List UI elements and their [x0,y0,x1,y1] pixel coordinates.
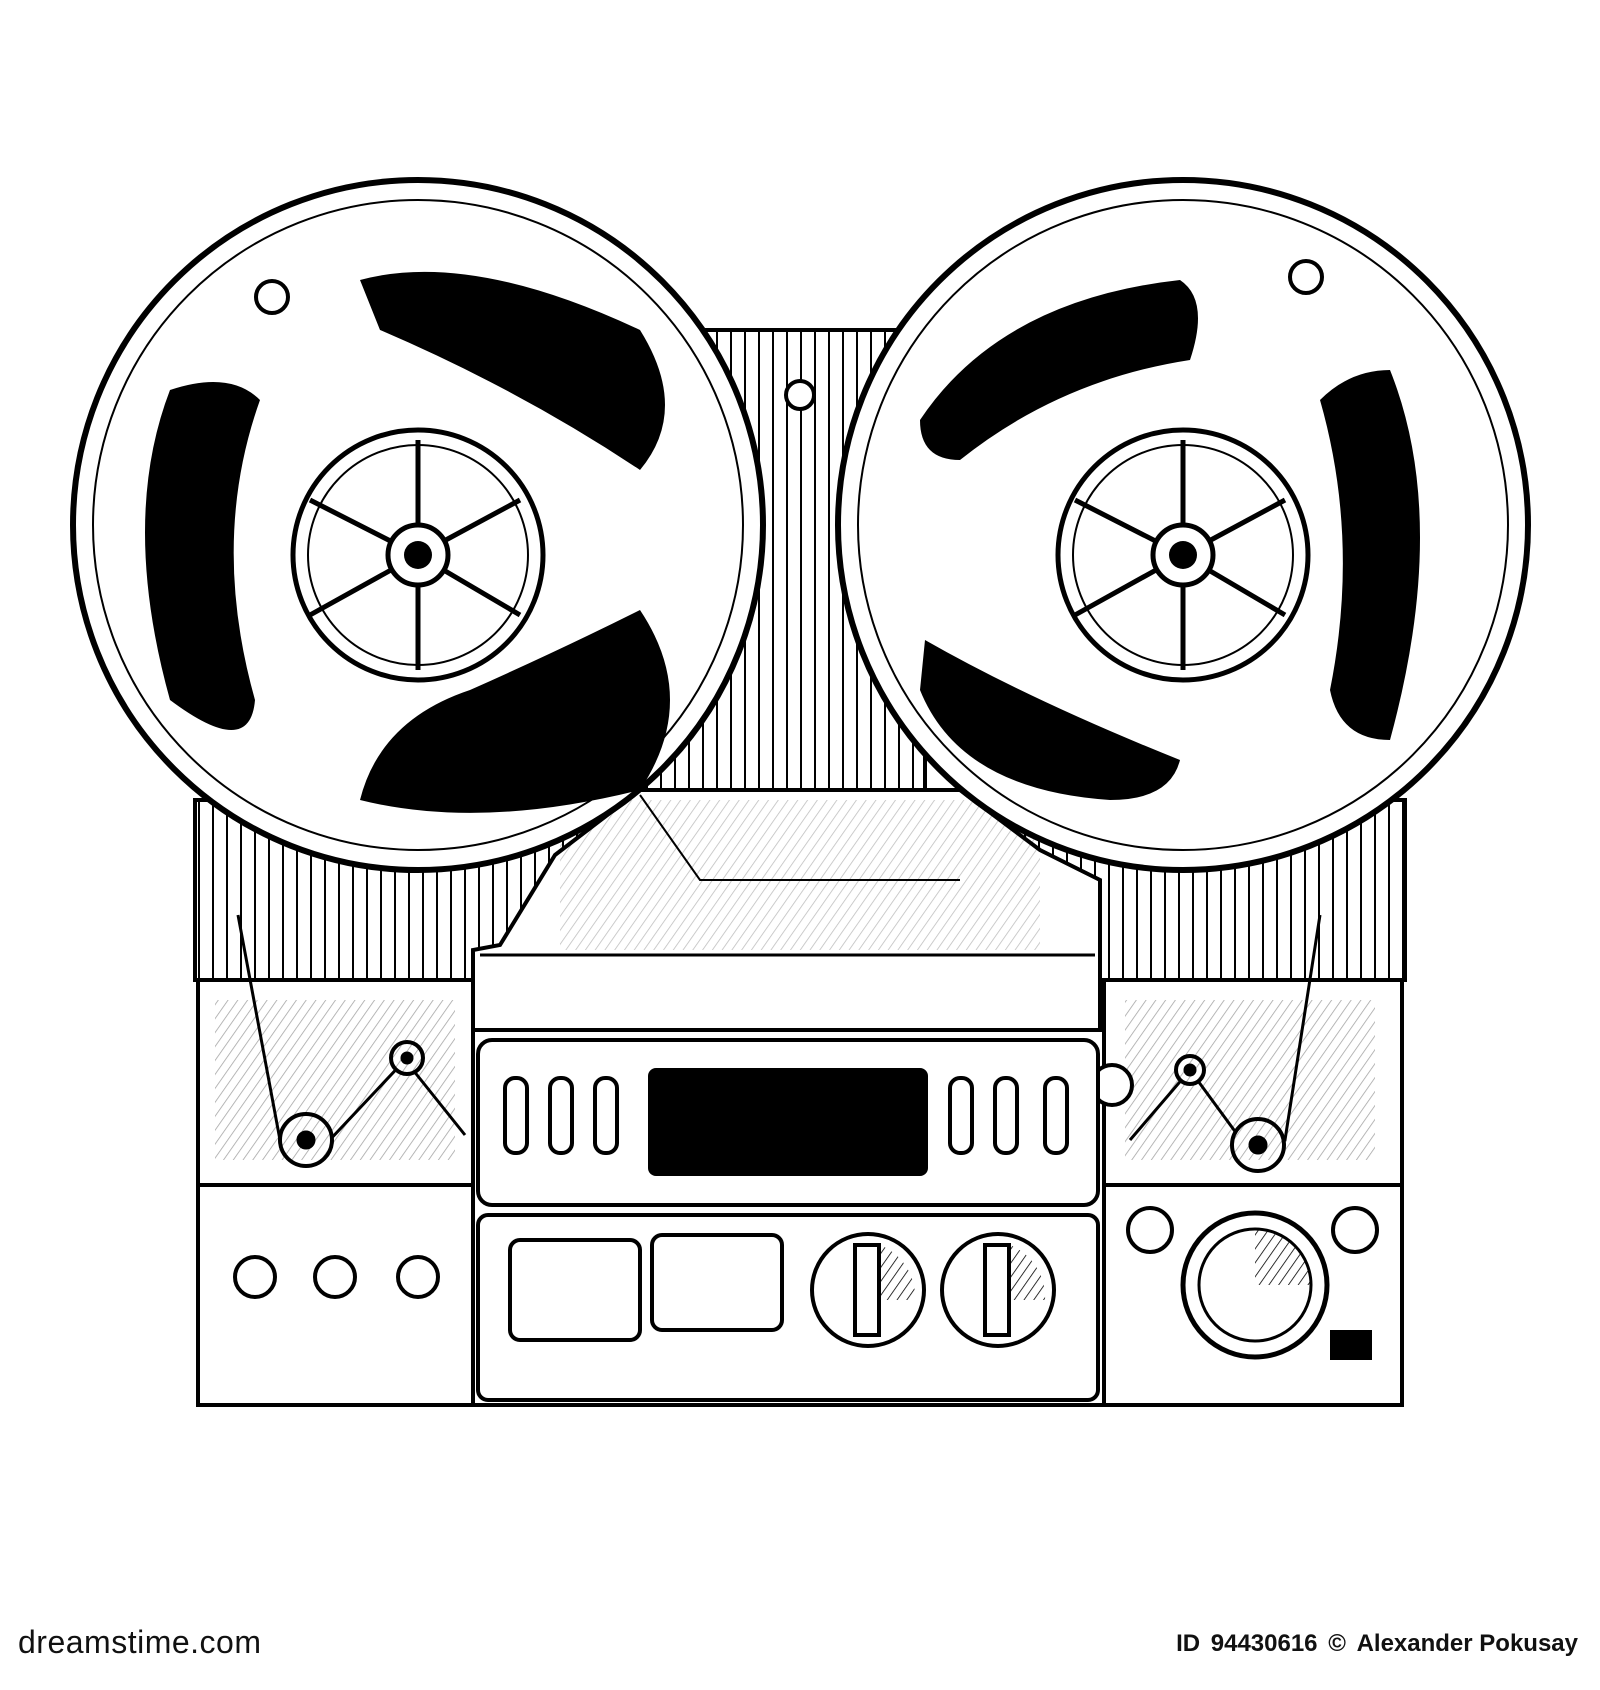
level-knob-left [810,1232,926,1348]
brand-logo[interactable]: dreamstime.com [18,1624,262,1660]
copyright-symbol: © [1328,1630,1346,1657]
left-reel [70,177,766,873]
left-button-group [503,1076,619,1155]
right-tape-guide [1090,914,1375,1173]
level-knob-right [940,1232,1056,1348]
image-credit: ID 94430616 © Alexander Pokusay [1172,1630,1578,1658]
tuning-dial [1126,1206,1379,1360]
input-jacks [233,1255,440,1299]
left-tape-guide [215,914,467,1168]
author-name: Alexander Pokusay [1356,1630,1578,1657]
head-cover [471,788,1102,1032]
id-label: ID [1176,1630,1201,1657]
display-window [648,1068,928,1176]
right-button-group [948,1076,1069,1155]
right-reel [835,177,1531,873]
id-value: 94430616 [1210,1630,1318,1657]
stock-footer: dreamstime.com ID 94430616 © Alexander P… [0,1616,1600,1690]
vu-meters [508,1233,784,1342]
